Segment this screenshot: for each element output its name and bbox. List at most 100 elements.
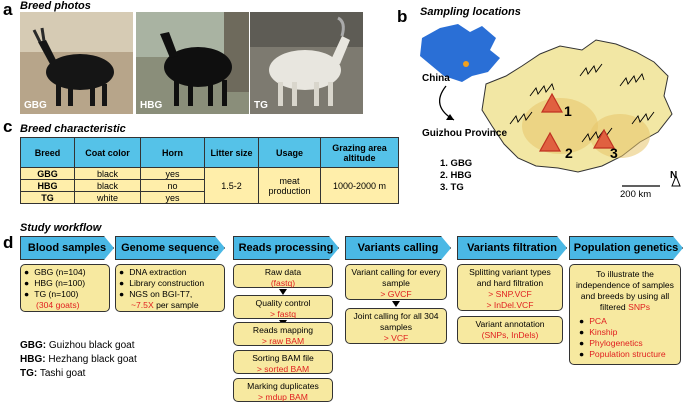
legend-gbg-full: Guizhou black goat (48, 340, 135, 351)
calling-step-1: Variant calling for every sample > GVCF (345, 264, 447, 300)
popgen-intro-red: SNPs (628, 302, 651, 312)
north-label: N (670, 170, 678, 181)
blood-item-1: GBG (n=104) (34, 267, 86, 277)
site-legend-3: 3. TG (440, 182, 464, 193)
popgen-item-kinship: Kinship (589, 327, 618, 337)
filtration-split-title: Splitting variant types and hard filtrat… (469, 267, 551, 288)
north-arrow (671, 174, 681, 187)
blood-item-2: HBG (n=100) (34, 278, 86, 288)
legend-tg-abbr: TG: (20, 368, 38, 379)
arrow-down-reads-1 (279, 289, 287, 295)
row-coat-gbg: black (74, 167, 141, 180)
row-coat-tg: white (74, 191, 141, 204)
stage-blood-samples: Blood samples (20, 236, 114, 260)
site-2-marker (538, 131, 562, 152)
calling-step-2: Joint calling for all 304 samples > VCF (345, 308, 447, 344)
panel-b-label: b (397, 7, 408, 26)
photo-tag-tg: TG (254, 100, 268, 111)
filtration-annot-title: Variant annotation (475, 319, 545, 329)
stage-variants-filtration: Variants filtration (457, 236, 567, 260)
litter-cell: 1.5-2 (204, 167, 259, 204)
legend-tg: TG: Tashi goat (20, 368, 85, 379)
genome-box: ●DNA extraction ●Library construction ●N… (115, 264, 225, 312)
photo-tag-hbg: HBG (140, 100, 163, 111)
popgen-item-pca: PCA (589, 316, 607, 326)
breed-table: Breed Coat color Horn Litter size Usage … (20, 137, 399, 204)
reads-step-4-out: > sorted BAM (256, 364, 310, 374)
altitude-cell: 1000-2000 m (320, 167, 399, 204)
header-usage: Usage (258, 137, 321, 168)
legend-hbg-full: Hezhang black goat (48, 354, 137, 365)
reads-step-2: Quality control > fastq (233, 295, 333, 319)
reads-step-2-out: > fastq (269, 309, 297, 319)
site-legend-1: 1. GBG (440, 158, 473, 169)
legend-tg-full: Tashi goat (39, 368, 86, 379)
filtration-split-box: Splitting variant types and hard filtrat… (457, 264, 563, 311)
photo-tg: TG (250, 12, 363, 114)
reads-step-5-out: > mdup BAM (258, 392, 308, 402)
site-1-marker (540, 92, 564, 113)
panel-d-title: Study workflow (20, 222, 102, 234)
row-horn-tg: yes (140, 191, 205, 204)
popgen-intro: To illustrate the independence of sample… (576, 269, 674, 312)
stage-genome-sequence: Genome sequence (115, 236, 225, 260)
site-legend-2: 2. HBG (440, 170, 472, 181)
blood-item-3: TG (n=100) (34, 289, 79, 299)
pointer-arrow (438, 85, 455, 121)
calling-step-2-title: Joint calling for all 304 samples (353, 311, 439, 332)
scale-label: 200 km (620, 189, 652, 200)
popgen-box: To illustrate the independence of sample… (569, 264, 681, 365)
header-breed: Breed (20, 137, 75, 168)
legend-gbg-abbr: GBG: (20, 340, 47, 351)
filtration-split-out-1: > SNP.VCF (488, 289, 532, 299)
panel-a-title: Breed photos (20, 0, 91, 12)
site-2-label: 2 (565, 145, 573, 161)
row-breed-gbg: GBG (20, 167, 75, 180)
header-horn: Horn (140, 137, 205, 168)
popgen-item-phylogenetics: Phylogenetics (589, 338, 643, 348)
stage-population-genetics: Population genetics (569, 236, 683, 260)
photo-hbg: HBG (136, 12, 249, 114)
reads-step-3-out: > raw BAM (261, 336, 305, 346)
reads-step-2-title: Quality control (255, 298, 311, 308)
china-label: China (422, 73, 450, 84)
stage-variants-calling: Variants calling (345, 236, 451, 260)
reads-step-1: Raw data (fastq) (233, 264, 333, 288)
filtration-annot-box: Variant annotation (SNPs, InDels) (457, 316, 563, 344)
photo-gbg: GBG (20, 12, 133, 114)
photo-tag-gbg: GBG (24, 100, 47, 111)
legend-gbg: GBG: Guizhou black goat (20, 340, 135, 351)
panel-d-label: d (3, 233, 14, 252)
reads-step-1-title: Raw data (264, 267, 302, 277)
reads-step-1-out: (fastq) (270, 278, 296, 288)
calling-step-2-out: > VCF (383, 333, 409, 343)
reads-step-5-title: Marking duplicates (247, 381, 319, 391)
genome-depth: ~7.5X (131, 300, 154, 310)
blood-samples-box: ●GBG (n=104) ●HBG (n=100) ●TG (n=100) (3… (20, 264, 110, 312)
province-label: Guizhou Province (422, 128, 508, 139)
header-litter: Litter size (204, 137, 259, 168)
header-altitude: Grazing area altitude (320, 137, 399, 168)
legend-hbg-abbr: HBG: (20, 354, 46, 365)
header-coat: Coat color (74, 137, 141, 168)
china-outline (420, 24, 500, 82)
popgen-item-structure: Population structure (589, 349, 666, 359)
site-legend: 1. GBG 2. HBG 3. TG (440, 158, 472, 194)
panel-a-label: a (3, 0, 13, 19)
genome-depth-suffix: per sample (156, 300, 199, 310)
row-horn-hbg: no (140, 179, 205, 192)
panel-c-label: c (3, 117, 13, 136)
usage-cell: meat production (258, 167, 321, 204)
calling-step-1-title: Variant calling for every sample (351, 267, 441, 288)
site-1-label: 1 (564, 103, 572, 119)
guizhou-marker (463, 61, 469, 67)
genome-item-1: DNA extraction (129, 267, 187, 277)
sampling-map (420, 24, 681, 187)
panel-c-title: Breed characteristic (20, 123, 126, 135)
panel-b-title: Sampling locations (420, 6, 521, 18)
genome-item-2: Library construction (129, 278, 205, 288)
calling-step-1-out: > GVCF (380, 289, 412, 299)
row-horn-gbg: yes (140, 167, 205, 180)
row-breed-hbg: HBG (20, 179, 75, 192)
reads-step-3-title: Reads mapping (252, 325, 314, 335)
